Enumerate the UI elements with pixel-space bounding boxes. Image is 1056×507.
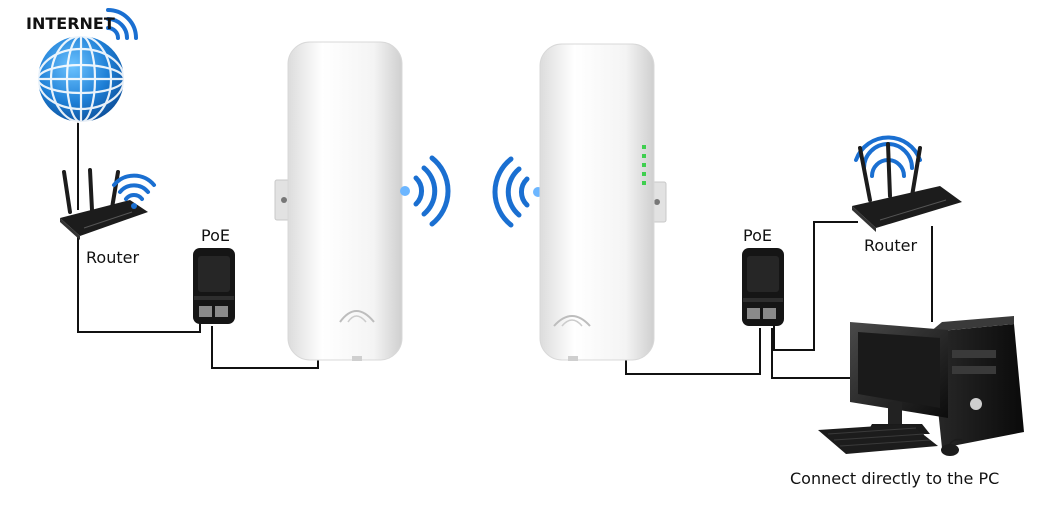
router-icon — [852, 142, 962, 232]
internet-label: INTERNET — [26, 14, 115, 33]
wifi-signal-icon — [112, 173, 156, 209]
cable-poe-right-router-right — [773, 221, 858, 351]
cable-poe-left-cpe-left — [211, 326, 319, 369]
desktop-pc-icon — [818, 316, 1024, 456]
outdoor-cpe-icon — [539, 43, 667, 361]
poe-label-right: PoE — [743, 226, 772, 245]
router-icon — [60, 168, 148, 240]
globe-icon — [36, 34, 126, 124]
poe-adapter-icon — [742, 248, 784, 326]
router-label-left: Router — [86, 248, 140, 267]
wifi-signal-icon — [492, 156, 543, 228]
cable-lines — [77, 112, 933, 379]
poe-label-left: PoE — [201, 226, 230, 245]
cable-poe-right-pc — [771, 328, 852, 379]
cable-cpe-right-poe-right — [625, 328, 761, 375]
poe-adapter-icon — [193, 248, 235, 324]
pc-label: Connect directly to the PC — [790, 469, 1000, 488]
wifi-signal-icon — [106, 8, 138, 40]
outdoor-cpe-icon — [274, 41, 403, 361]
cable-router-poe-left — [77, 236, 201, 333]
router-label-right: Router — [864, 236, 918, 255]
wifi-signal-icon — [400, 155, 451, 227]
